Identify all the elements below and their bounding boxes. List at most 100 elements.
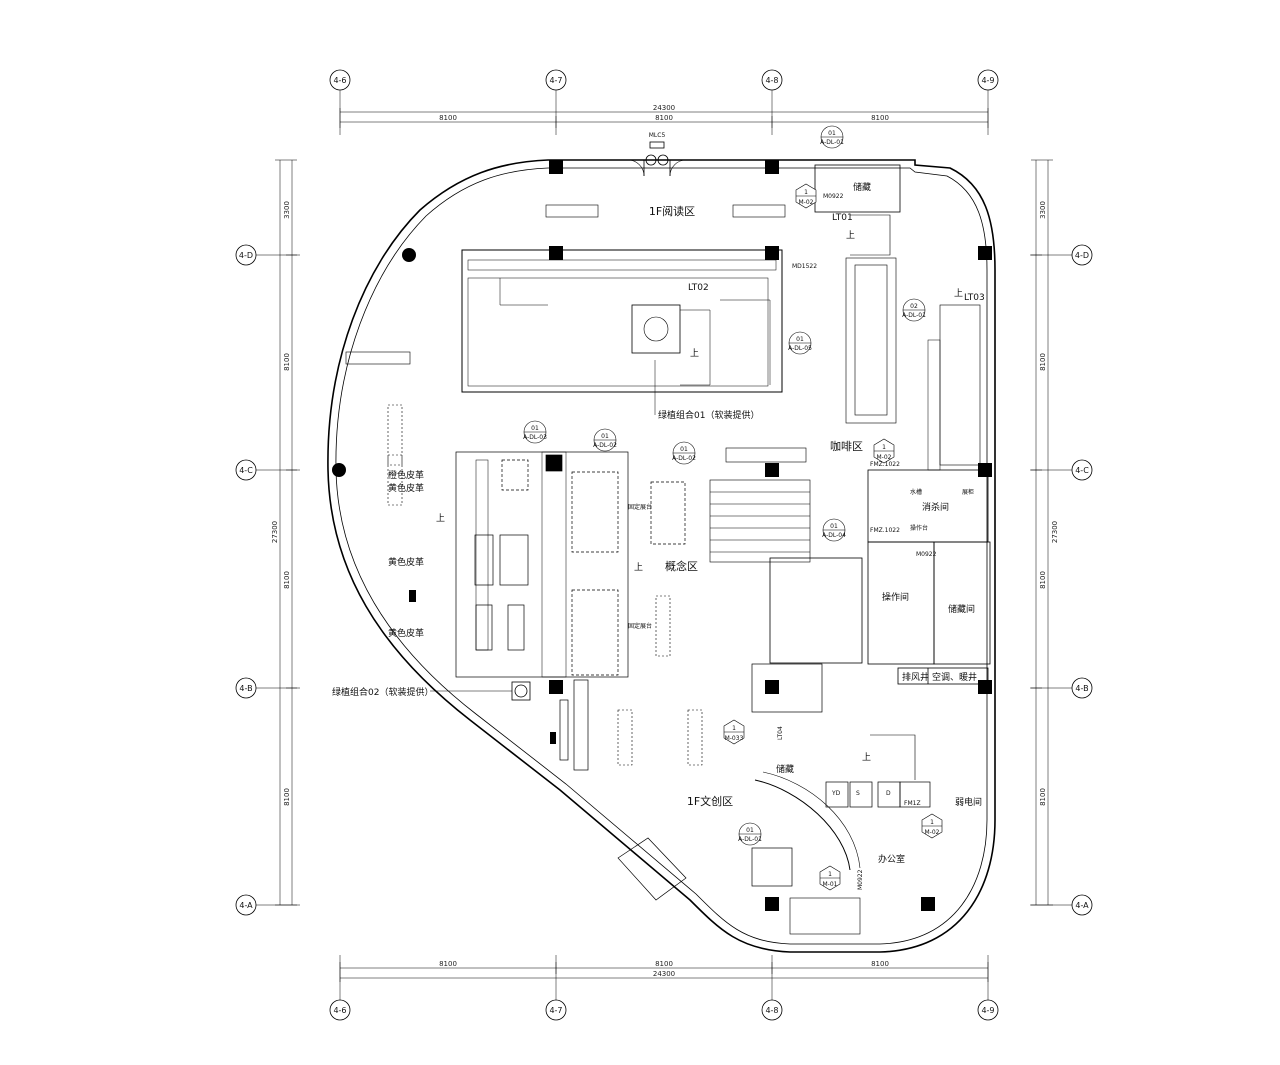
plant-group-1-label: 绿植组合01（软装提供） (658, 409, 759, 421)
label-fixed-shelf-2: 固定展台 (628, 622, 652, 630)
dim-right-bay-1: 8100 (1039, 353, 1047, 371)
plant-callout-2: 绿植组合02（软装提供） (332, 681, 531, 701)
door-fmz1022-a: FMZ.1022 (870, 461, 900, 468)
callout-9-top: 01 (830, 523, 838, 530)
plant-callout-1: 绿植组合01（软装提供） (654, 360, 759, 421)
dim-right-bay-3: 8100 (1039, 788, 1047, 806)
grid-col-bottom-2: 4-7 (549, 1006, 562, 1015)
grid-col-bottom-3: 4-8 (765, 1006, 778, 1015)
callout-3-bottom: A-DL-05 (788, 345, 812, 352)
callout-10-bottom: M-033 (725, 735, 744, 742)
callout-5-bottom: A-DL-03 (523, 434, 547, 441)
callout-13-top: 1 (930, 819, 934, 826)
column-grid-top: 4-6 4-7 4-8 4-9 (329, 69, 999, 135)
dim-left-bay-2: 8100 (283, 571, 291, 589)
callout-bubbles: 01 A-DL-01 1 M-02 01 A-DL-05 02 A-DL-01 … (523, 125, 943, 891)
mezzanine-block: LT02 MD1522 上 (461, 249, 817, 393)
label-op-table: 操作台 (910, 524, 928, 532)
plant-group-2-label: 绿植组合02（软装提供） (332, 686, 433, 698)
stair-lt02: LT02 (688, 283, 709, 293)
grid-row-right-4: 4-A (1075, 901, 1089, 910)
callout-12-bottom: M-01 (823, 881, 838, 888)
callout-1-top: 01 (828, 130, 836, 137)
label-fixed-shelf-1: 固定展台 (628, 503, 652, 511)
grid-col-top-3: 4-8 (765, 76, 778, 85)
dimension-right: 3300 8100 27300 8100 8100 (1031, 159, 1059, 906)
grid-row-right-2: 4-C (1075, 466, 1089, 475)
grid-col-top-1: 4-6 (333, 76, 346, 85)
row-grid-left: 4-D 4-C 4-B 4-A (235, 244, 300, 916)
entrance-doors: MLC5 (627, 132, 687, 177)
label-wash: 水槽 (910, 488, 922, 496)
grid-row-left-1: 4-D (239, 251, 253, 260)
service-rooms: 消杀间 操作间 储藏间 排风井 空调、暖井 FMZ.1022 FMZ.1022 … (769, 461, 991, 685)
coffee-seating (845, 257, 897, 424)
callout-5-top: 01 (531, 425, 539, 432)
west-balcony (345, 351, 411, 365)
callout-10-top: 1 (732, 725, 736, 732)
dimension-top: 24300 8100 8100 8100 (339, 104, 989, 128)
shaft-yd: YD (831, 790, 841, 797)
dim-top-bay-1: 8100 (439, 114, 457, 122)
zone-concept: 概念区 (665, 559, 698, 573)
grid-col-bottom-1: 4-6 (333, 1006, 346, 1015)
label-yellow-leather-3: 黄色皮革 (388, 627, 424, 639)
label-yellow-leather-2: 黄色皮革 (388, 556, 424, 568)
callout-8-bottom: M-02 (877, 454, 892, 461)
label-yellow-leather-1: 黄色皮革 (388, 482, 424, 494)
callout-4-bottom: A-DL-01 (902, 312, 926, 319)
callout-11-bottom: A-DL-01 (738, 836, 762, 843)
stepped-seating (709, 447, 811, 563)
stair-lt03: LT03 (964, 293, 985, 303)
grid-col-bottom-4: 4-9 (981, 1006, 994, 1015)
stair-lt03-up: 上 (954, 288, 963, 299)
callout-12-top: 1 (828, 871, 832, 878)
callout-2-bottom: M-02 (799, 199, 814, 206)
stair-lt02-up: 上 (690, 348, 699, 359)
stair-lt01-up: 上 (846, 230, 855, 241)
callout-2-top: 1 (804, 189, 808, 196)
label-cabinet: 展柜 (962, 488, 974, 496)
callout-3-top: 01 (796, 336, 804, 343)
door-md1522: MD1522 (792, 263, 817, 270)
dim-left-total: 27300 (271, 521, 279, 543)
zone-office: 办公室 (878, 853, 905, 865)
door-m0922-b: M0922 (916, 551, 937, 558)
stair-office: 上 (862, 734, 916, 780)
callout-1-bottom: A-DL-01 (820, 139, 844, 146)
callout-13-bottom: M-02 (925, 829, 940, 836)
shaft-s: S (856, 790, 860, 797)
grid-row-right-3: 4-B (1075, 684, 1088, 693)
left-display-labels: 橙色皮革 黄色皮革 黄色皮革 黄色皮革 上 上 固定展台 固定展台 (388, 469, 652, 639)
dim-bottom-bay-3: 8100 (871, 960, 889, 968)
grid-col-top-4: 4-9 (981, 76, 994, 85)
zone-reading: 1F阅读区 (649, 204, 695, 218)
building-outline (327, 159, 996, 953)
dimension-left: 3300 8100 27300 8100 8100 (271, 159, 297, 906)
reading-benches (545, 204, 786, 218)
zone-storage-bottom: 储藏 (776, 763, 794, 775)
structural-columns (332, 160, 992, 911)
dim-right-bay-2: 8100 (1039, 571, 1047, 589)
zone-operation: 操作间 (882, 591, 909, 603)
door-fm1z: FM1Z (904, 800, 921, 807)
callout-11-top: 01 (746, 827, 754, 834)
zone-weak-current: 弱电间 (955, 796, 982, 808)
stair-lt01: LT01 (832, 213, 853, 223)
dim-left-bay-1: 8100 (283, 353, 291, 371)
zone-storage-room: 储藏间 (948, 603, 975, 615)
row-grid-right: 4-D 4-C 4-B 4-A (1030, 244, 1093, 916)
zone-storage-top: 储藏 (853, 181, 871, 193)
dim-right-top: 3300 (1039, 201, 1047, 219)
zone-creative: 1F文创区 (687, 794, 733, 808)
door-m0922-c: M0922 (857, 869, 864, 890)
grid-row-left-4: 4-A (239, 901, 253, 910)
dim-top-bay-3: 8100 (871, 114, 889, 122)
shaft-row: YD S D FM1Z 弱电间 (825, 781, 982, 808)
dim-top-bay-2: 8100 (655, 114, 673, 122)
zone-exhaust: 排风井 (902, 671, 929, 683)
stair-office-up: 上 (862, 752, 871, 763)
label-up-left: 上 (436, 513, 445, 524)
zone-disinfect: 消杀间 (922, 501, 949, 513)
dim-left-top: 3300 (283, 201, 291, 219)
